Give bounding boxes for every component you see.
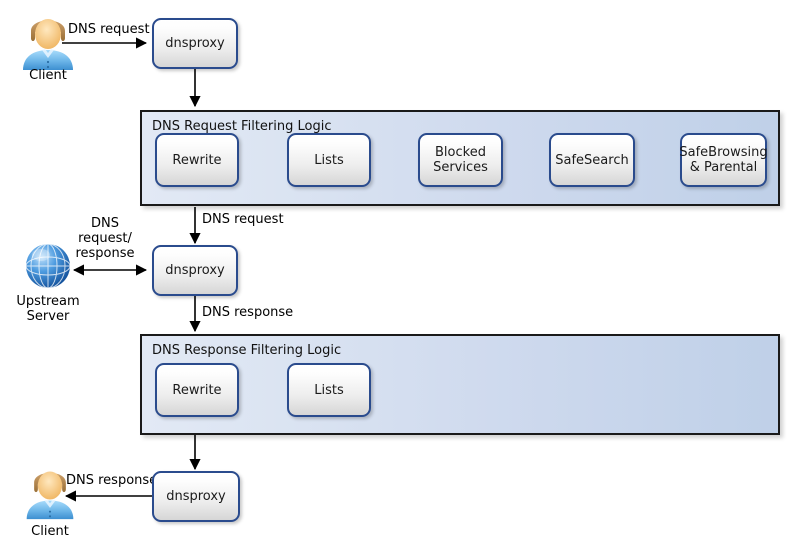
client-bottom-label: Client [31,524,69,539]
edge-label-upstream-bidirectional: DNS request/ response [75,216,135,261]
edge-label-proxy-to-client: DNS response [66,473,158,488]
dns-request-filtering-title: DNS Request Filtering Logic [152,119,332,134]
stage-rewrite-request[interactable]: Rewrite [155,133,239,187]
dnsproxy-bottom-node[interactable]: dnsproxy [152,471,240,522]
stage-safebrowsing-parental[interactable]: SafeBrowsing & Parental [679,133,768,187]
dnsproxy-top-node[interactable]: dnsproxy [152,18,238,69]
client-top-label: Client [29,68,67,83]
edge-label-proxy-to-request-filter: DNS request [202,212,284,227]
stage-safesearch[interactable]: SafeSearch [549,133,635,187]
upstream-server-label: Upstream Server [16,294,80,324]
stage-lists-request[interactable]: Lists [287,133,371,187]
edge-label-client-to-proxy: DNS request [68,22,150,37]
edge-label-proxy-to-response-filter: DNS response [202,305,294,320]
globe-icon [25,243,71,289]
user-icon [26,471,74,520]
stage-lists-response[interactable]: Lists [287,363,371,417]
dnsproxy-middle-node[interactable]: dnsproxy [152,245,238,296]
user-icon [23,19,73,70]
stage-rewrite-response[interactable]: Rewrite [155,363,239,417]
stage-blocked-services[interactable]: Blocked Services [418,133,503,187]
dns-response-filtering-container: DNS Response Filtering Logic [140,334,780,435]
dns-response-filtering-title: DNS Response Filtering Logic [152,343,342,358]
